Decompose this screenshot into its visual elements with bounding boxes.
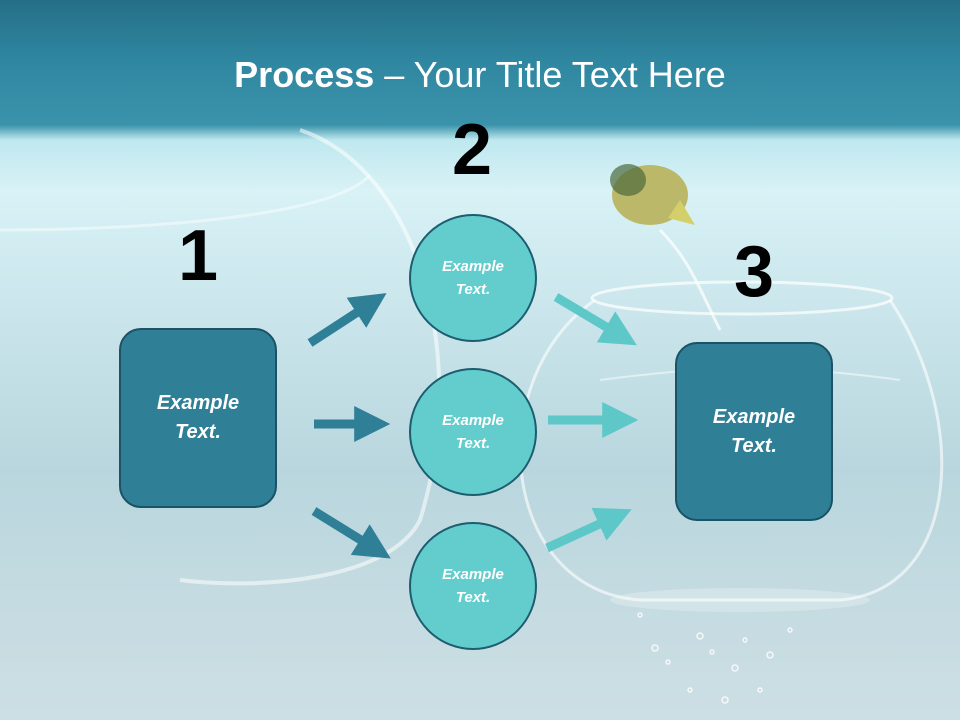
arrow-from-bottom-circle [545,507,632,553]
step-number-2: 2 [451,110,493,190]
circle-bottom-text: Example Text. [442,566,504,606]
circle-bottom: Example Text. [409,522,537,650]
fish-icon [610,164,695,225]
circle-top: Example Text. [409,214,537,342]
circle-middle: Example Text. [409,368,537,496]
arrow-to-top-circle [307,293,387,347]
step-1-box: Example Text. [119,328,277,508]
arrow-to-bottom-circle [311,507,391,559]
step-3-text: Example Text. [712,405,796,457]
title-bold: Process [234,54,375,95]
step-number-1: 1 [177,216,219,296]
circle-top-text: Example Text. [442,258,504,298]
title-rest: – Your Title Text Here [374,54,726,95]
circle-middle-text: Example Text. [442,412,504,452]
arrow-from-top-circle [553,293,637,346]
step-3-box: Example Text. [675,342,833,521]
slide-title: Process – Your Title Text Here [0,40,960,110]
step-number-3: 3 [733,232,775,312]
step-1-text: Example Text. [156,392,240,443]
